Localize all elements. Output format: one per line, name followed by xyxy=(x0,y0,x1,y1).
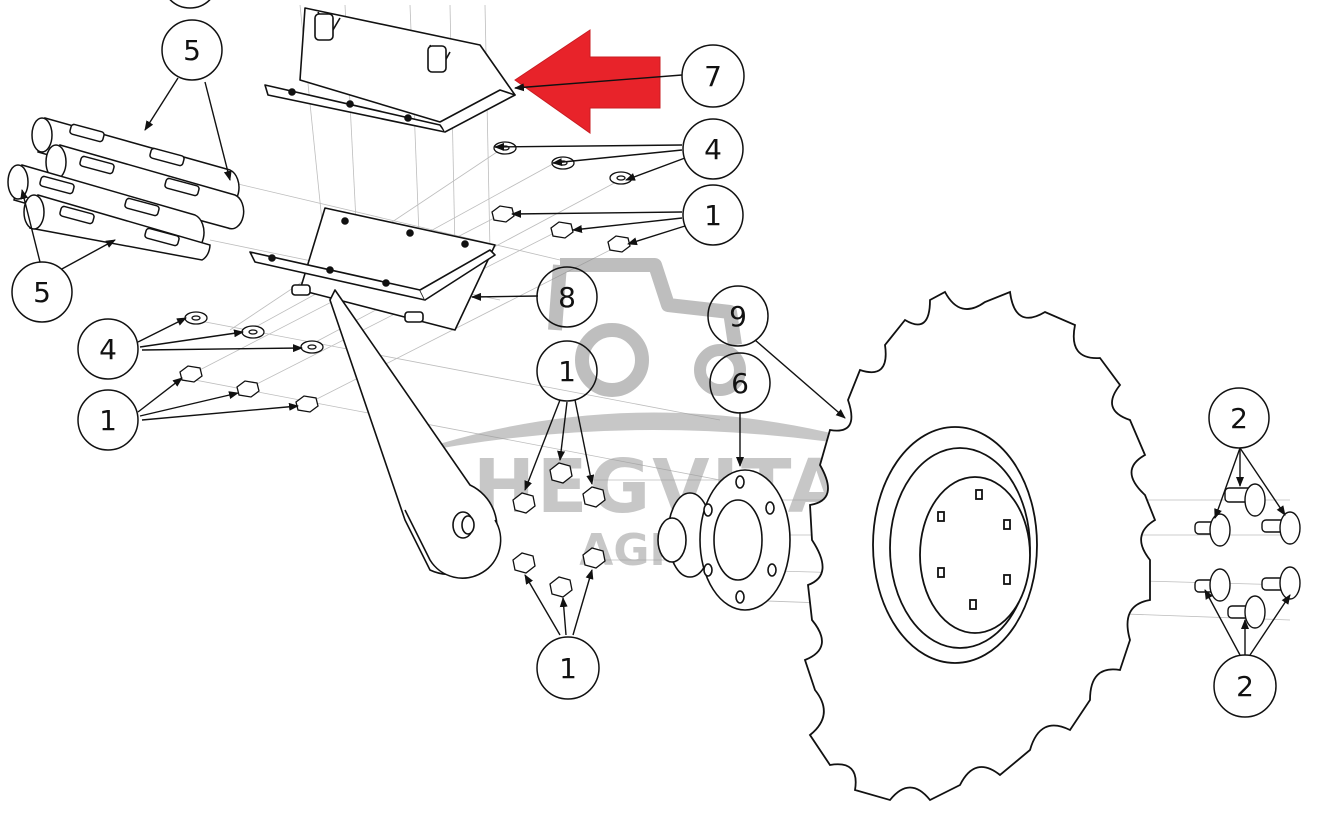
part-6-hub xyxy=(657,469,791,611)
callout-1-bottom: 1 xyxy=(536,636,600,700)
nut-hub-2 xyxy=(549,462,573,484)
nut-right-1 xyxy=(491,205,515,223)
callout-8: 8 xyxy=(536,266,598,328)
watermark-swoosh xyxy=(405,412,910,455)
pin-2 xyxy=(45,144,245,230)
callouts: 5 5 7 4 1 8 9 4 xyxy=(11,19,1277,718)
bolt-5 xyxy=(1261,566,1301,600)
bolt-6 xyxy=(1227,595,1266,629)
part-5-pins xyxy=(7,117,245,261)
svg-text:5: 5 xyxy=(183,34,201,67)
svg-text:8: 8 xyxy=(558,281,576,314)
nut-left-3 xyxy=(295,395,319,413)
callout-4-right: 4 xyxy=(682,118,744,180)
washer-left-2 xyxy=(241,325,265,339)
washer-left-1 xyxy=(184,311,208,325)
nut-hub-3 xyxy=(582,486,606,508)
svg-text:4: 4 xyxy=(704,133,722,166)
callout-1-mid: 1 xyxy=(536,340,598,402)
svg-text:1: 1 xyxy=(559,652,577,685)
nut-hub-1 xyxy=(512,492,536,514)
callout-2-bottom: 2 xyxy=(1213,654,1277,718)
callout-1-right: 1 xyxy=(682,184,744,246)
nut-left-1 xyxy=(179,365,203,383)
watermark-tractor-rear-wheel-icon xyxy=(575,323,649,397)
svg-text:9: 9 xyxy=(729,300,747,333)
washer-right-3 xyxy=(609,171,633,185)
part-2-bolts xyxy=(1194,483,1301,629)
svg-text:2: 2 xyxy=(1230,402,1248,435)
callout-5-top: 5 xyxy=(161,19,223,81)
svg-text:1: 1 xyxy=(704,199,722,232)
svg-text:7: 7 xyxy=(704,60,722,93)
svg-text:5: 5 xyxy=(33,276,51,309)
watermark-tractor-icon xyxy=(548,258,742,347)
nut-hub-4 xyxy=(512,552,536,574)
callout-partial-top xyxy=(169,0,211,9)
svg-text:6: 6 xyxy=(731,367,749,400)
washer-left-3 xyxy=(300,340,324,354)
part-7-top-bracket xyxy=(264,7,516,133)
part-8-arm-bracket xyxy=(249,207,502,579)
nut-right-2 xyxy=(550,221,574,239)
nut-right-3 xyxy=(607,235,631,253)
nut-hub-5 xyxy=(549,576,573,598)
svg-text:1: 1 xyxy=(558,355,576,388)
bolt-2 xyxy=(1194,513,1231,547)
svg-text:2: 2 xyxy=(1236,670,1254,703)
watermark-line1: HEGVITA xyxy=(473,444,847,530)
pin-4 xyxy=(23,194,211,261)
disc-center-boss xyxy=(919,476,1031,634)
callout-5-bottom: 5 xyxy=(11,261,73,323)
watermark-tractor-front-wheel-icon xyxy=(694,344,746,396)
highlight-arrow xyxy=(514,29,661,134)
callout-9: 9 xyxy=(707,285,769,347)
svg-text:4: 4 xyxy=(99,333,117,366)
bolt-3 xyxy=(1261,511,1301,545)
callout-7: 7 xyxy=(681,44,745,108)
nut-left-2 xyxy=(236,380,260,398)
bolt-1 xyxy=(1224,483,1266,517)
leader-lines xyxy=(20,74,1291,656)
callout-6: 6 xyxy=(709,352,771,414)
nut-hub-6 xyxy=(582,547,606,569)
callout-4-left: 4 xyxy=(77,318,139,380)
svg-text:1: 1 xyxy=(99,404,117,437)
washer-right-1 xyxy=(493,141,517,155)
callout-1-left: 1 xyxy=(77,389,139,451)
part-9-notched-disc xyxy=(803,290,1157,802)
callout-2-top: 2 xyxy=(1208,387,1270,449)
bolt-4 xyxy=(1194,568,1231,602)
